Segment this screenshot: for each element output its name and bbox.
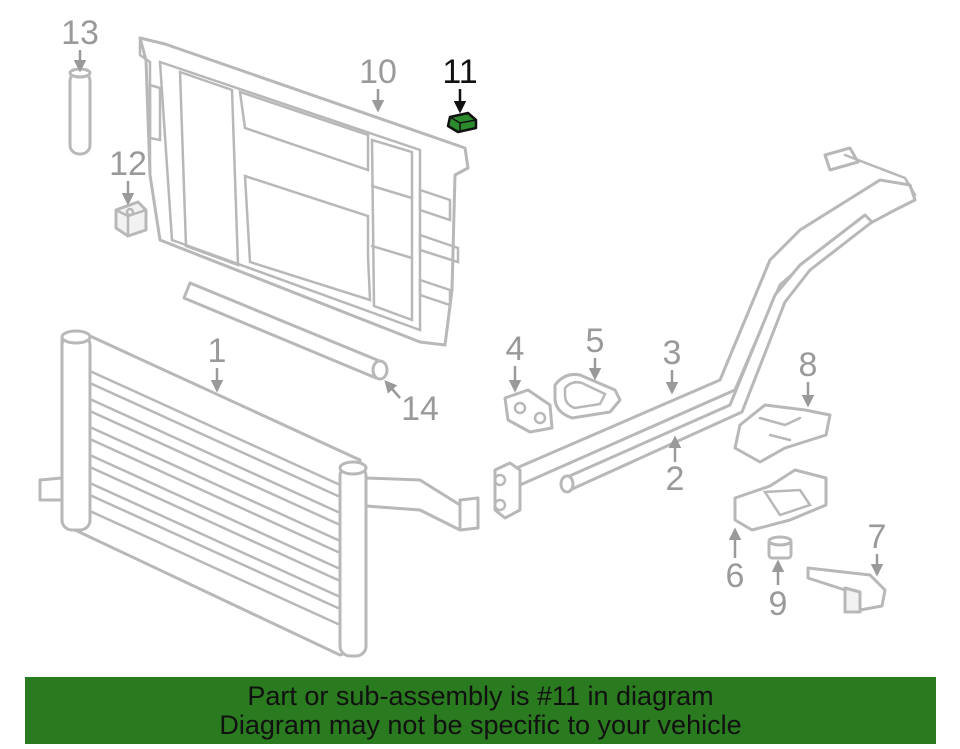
callout-label-11: 11 [442,53,477,91]
part-2-cooler-line [559,213,874,494]
banner-line-1: Part or sub-assembly is #11 in diagram [247,680,714,711]
part-14-seal [182,281,389,381]
callout-label-6: 6 [726,557,745,595]
callout-label-12: 12 [109,145,147,183]
callout-label-13: 13 [61,14,99,52]
part-6-bracket [733,468,828,532]
part-5-clamp [553,373,622,420]
part-3-cooler-line [510,146,917,487]
part-12-bushing [114,200,148,238]
part-9-bushing [767,535,793,560]
callout-12: 12 [109,145,147,206]
callout-13: 13 [61,14,99,73]
callout-2: 2 [666,435,685,498]
banner-line-2: Diagram may not be specific to your vehi… [219,709,742,740]
callout-label-4: 4 [506,330,525,368]
callout-label-9: 9 [769,585,788,623]
callout-label-7: 7 [868,518,887,556]
callout-5: 5 [586,322,605,381]
callout-1: 1 [208,332,227,393]
callout-9: 9 [769,559,788,623]
parts-diagram: 1 2 3 4 5 6 7 8 9 10 11 12 [38,14,917,658]
callout-label-2: 2 [666,460,685,498]
callout-label-14: 14 [401,390,439,428]
callout-4: 4 [506,330,525,393]
callout-label-1: 1 [208,332,227,370]
callout-7: 7 [868,518,887,577]
callout-label-3: 3 [663,334,682,372]
callout-3: 3 [663,334,682,395]
callout-14: 14 [384,380,439,428]
callout-10: 10 [359,53,397,113]
callout-11: 11 [442,53,478,114]
callout-label-10: 10 [359,53,397,91]
callout-label-8: 8 [799,346,818,384]
part-11-clip-highlighted [446,111,478,134]
callout-6: 6 [726,527,745,595]
part-13-hose [68,67,92,156]
part-1-cooler [38,329,480,658]
line-end-fitting [493,461,522,520]
part-7-bracket [806,566,887,614]
callout-8: 8 [799,346,818,408]
callout-label-5: 5 [586,322,605,360]
part-4-clip [503,388,554,434]
info-banner: Part or sub-assembly is #11 in diagram D… [25,677,936,744]
part-8-bracket [733,403,832,464]
part-10-radiator-support [138,36,470,347]
